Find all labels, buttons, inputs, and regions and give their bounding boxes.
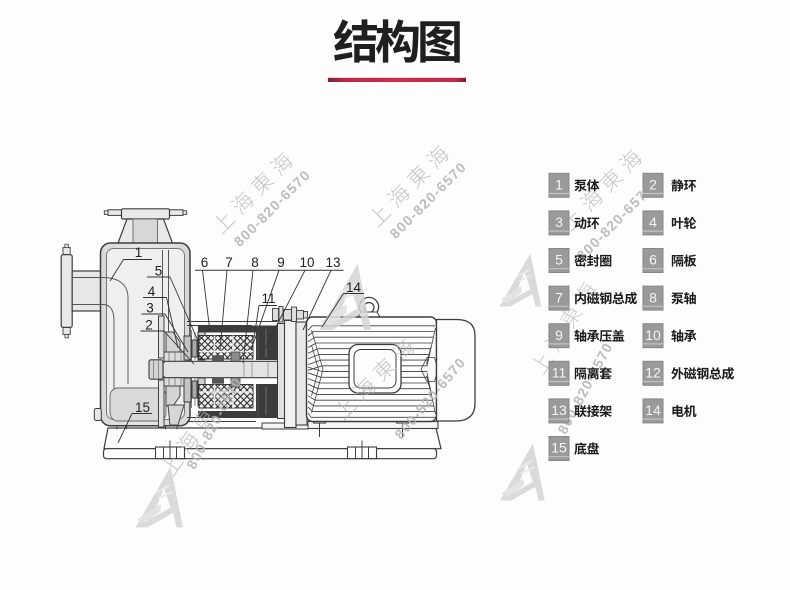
svg-text:4: 4: [148, 284, 156, 299]
svg-text:3: 3: [555, 214, 563, 230]
svg-text:14: 14: [645, 402, 661, 418]
svg-text:1: 1: [135, 245, 143, 260]
svg-text:11: 11: [261, 291, 275, 306]
svg-text:6: 6: [201, 255, 209, 270]
svg-text:7: 7: [225, 255, 233, 270]
svg-text:13: 13: [325, 255, 340, 270]
svg-text:15: 15: [551, 440, 567, 456]
svg-text:4: 4: [649, 214, 657, 230]
svg-text:8: 8: [649, 289, 657, 305]
svg-text:1: 1: [555, 177, 563, 193]
svg-text:2: 2: [649, 177, 657, 193]
svg-text:3: 3: [146, 300, 154, 315]
svg-text:9: 9: [277, 255, 285, 270]
svg-text:14: 14: [346, 280, 362, 295]
svg-text:9: 9: [555, 327, 563, 343]
svg-text:12: 12: [645, 365, 661, 381]
svg-text:10: 10: [645, 327, 661, 343]
svg-text:2: 2: [145, 317, 153, 332]
svg-text:10: 10: [299, 255, 314, 270]
svg-text:5: 5: [155, 263, 163, 278]
svg-text:6: 6: [649, 252, 657, 268]
svg-text:15: 15: [135, 400, 150, 415]
svg-text:7: 7: [555, 289, 563, 305]
svg-text:8: 8: [251, 255, 259, 270]
svg-text:5: 5: [555, 252, 563, 268]
svg-text:11: 11: [552, 365, 567, 381]
svg-text:13: 13: [551, 402, 567, 418]
